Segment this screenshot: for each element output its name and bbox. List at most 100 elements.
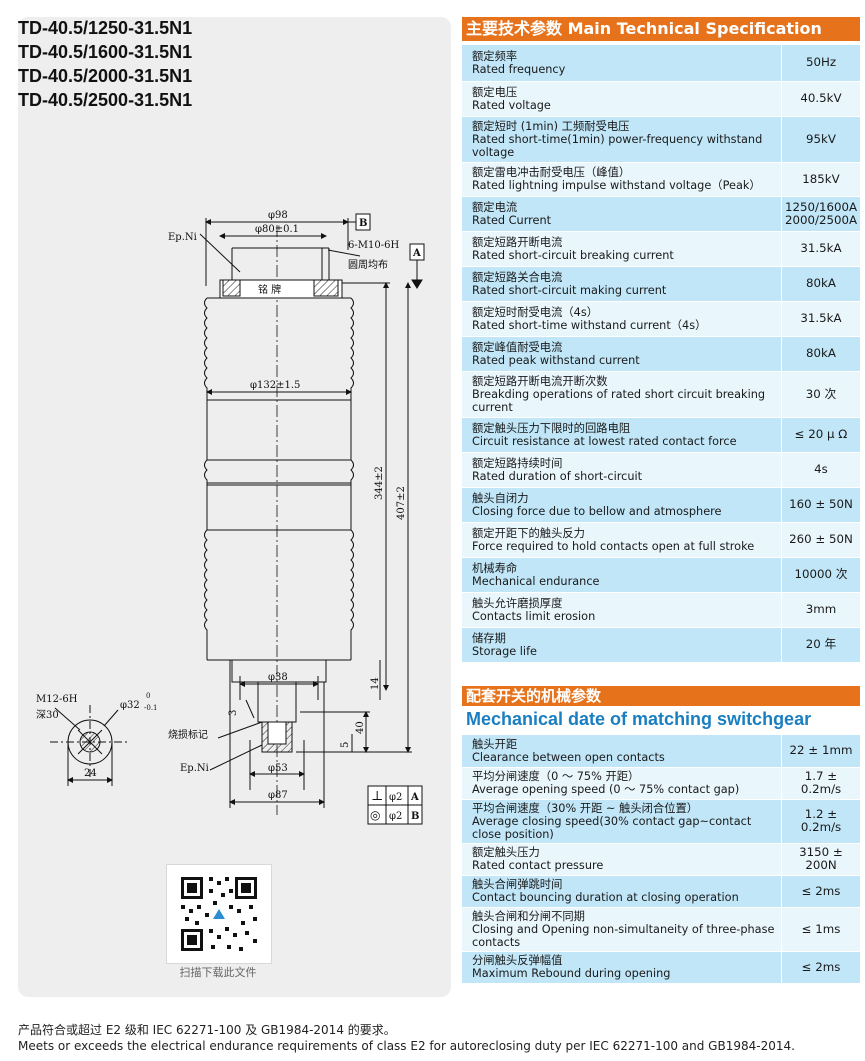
label-deep: 深30 xyxy=(36,709,59,721)
spec-label-en: Contacts limit erosion xyxy=(472,609,596,623)
dim-phi98: φ98 xyxy=(268,210,288,221)
qr-caption: 扫描下载此文件 xyxy=(179,966,257,979)
spec-label-cn: 额定电压 xyxy=(472,85,518,99)
spec-label-en: Closing and Opening non-simultaneity of … xyxy=(472,922,775,949)
spec-label-en: Rated frequency xyxy=(472,62,566,76)
dim-14: 14 xyxy=(370,677,381,690)
spec-label-en: Breakding operations of rated short circ… xyxy=(472,387,766,414)
label-epni-bottom: Ep.Ni xyxy=(180,763,209,774)
label-m12: M12-6H xyxy=(36,694,78,705)
spec-value: 40.5kV xyxy=(781,81,860,117)
label-plate: 铭 牌 xyxy=(258,283,281,296)
datum-b: B xyxy=(359,218,367,229)
spec-label-en: Storage life xyxy=(472,644,537,658)
drawing-panel xyxy=(18,17,451,997)
spec-label-cn: 额定短时 (1min) 工频耐受电压 xyxy=(472,119,630,133)
spec-label-en: Rated Current xyxy=(472,213,552,227)
spec-label: 平均分闸速度（0 ～ 75% 开距）Average opening speed … xyxy=(462,767,782,800)
spec-label-en: Average opening speed (0 ～ 75% contact g… xyxy=(472,783,740,796)
spec-label-cn: 额定频率 xyxy=(472,49,518,63)
spec-label-en: Rated short-circuit making current xyxy=(472,283,667,297)
footer-en: Meets or exceeds the electrical enduranc… xyxy=(18,1039,795,1053)
dim-phi32: φ32 xyxy=(120,700,140,711)
label-wear-mark: 烧损标记 xyxy=(168,728,208,741)
dim-phi132: φ132±1.5 xyxy=(250,380,300,391)
mech-header: 配套开关的机械参数 xyxy=(462,686,860,706)
spec-value: 3150 ± 200N xyxy=(781,843,860,876)
dim-phi53: φ53 xyxy=(268,763,288,774)
spec-label-cn: 额定短时耐受电流（4s） xyxy=(472,305,599,319)
spec-label: 额定短时耐受电流（4s）Rated short-time withstand c… xyxy=(462,301,782,337)
spec-label-cn: 平均合闸速度（30% 开距 ~ 触头闭合位置） xyxy=(472,801,699,815)
spec-value: 4s xyxy=(781,452,860,488)
tol-lower: -0.1 xyxy=(144,704,158,712)
spec-value: 160 ± 50N xyxy=(781,487,860,523)
model-name: TD-40.5/1250-31.5N1 xyxy=(18,18,193,38)
spec-value: ≤ 2ms xyxy=(781,875,860,908)
tol1-ref: A xyxy=(410,792,419,803)
spec-value: 3mm xyxy=(781,592,860,628)
spec-label-cn: 机械寿命 xyxy=(472,561,518,575)
spec-label-en: Contact bouncing duration at closing ope… xyxy=(472,891,739,904)
spec-label-cn: 触头允许磨损厚度 xyxy=(472,596,563,610)
spec-row: 平均分闸速度（0 ～ 75% 开距）Average opening speed … xyxy=(462,767,860,800)
qr-block: 扫描下载此文件 xyxy=(166,864,272,982)
spec-label-cn: 额定短路持续时间 xyxy=(472,456,563,470)
mech-title: Mechanical date of matching switchgear xyxy=(466,709,812,729)
spec-value: 50Hz xyxy=(781,45,860,82)
dim-3: 3 xyxy=(228,710,239,716)
dim-407: 407±2 xyxy=(396,486,407,520)
spec-label-cn: 额定开距下的触头反力 xyxy=(472,526,585,540)
model-name: TD-40.5/1600-31.5N1 xyxy=(18,42,193,62)
spec-label-en: Clearance between open contacts xyxy=(472,750,665,764)
spec-label-en: Maximum Rebound during opening xyxy=(472,967,671,980)
tol-upper: 0 xyxy=(146,692,150,700)
dim-phi80: φ80±0.1 xyxy=(255,224,299,235)
spec-value: 31.5kA xyxy=(781,231,860,267)
spec-label-en: Mechanical endurance xyxy=(472,574,600,588)
spec-label-en: Average closing speed(30% contact gap~co… xyxy=(472,814,752,841)
spec-value: 1250/1600A 2000/2500A xyxy=(781,196,860,232)
spec-label-en: Rated voltage xyxy=(472,98,551,112)
spec-label-cn: 平均分闸速度（0 ～ 75% 开距） xyxy=(472,770,640,783)
label-epni-top: Ep.Ni xyxy=(168,232,197,243)
spec-value: 1.7 ± 0.2m/s xyxy=(781,767,860,800)
spec-label-en: Rated contact pressure xyxy=(472,859,604,872)
model-name: TD-40.5/2500-31.5N1 xyxy=(18,90,193,110)
spec-label-en: Rated short-time(1min) power-frequency w… xyxy=(472,132,763,159)
spec-label: 额定雷电冲击耐受电压（峰值）Rated lightning impulse wi… xyxy=(462,162,782,197)
spec-label-cn: 触头自闭力 xyxy=(472,491,529,505)
spec-value: 185kV xyxy=(781,162,860,197)
spec-label-cn: 额定短路关合电流 xyxy=(472,270,563,284)
spec-label-cn: 储存期 xyxy=(472,631,506,645)
spec-value: 30 次 xyxy=(781,371,860,418)
spec-label-cn: 额定短路开断电流开断次数 xyxy=(472,374,608,388)
qr-code[interactable] xyxy=(166,864,272,964)
dim-24: 24 xyxy=(84,768,97,779)
spec-value: 1.2 ± 0.2m/s xyxy=(781,799,860,844)
